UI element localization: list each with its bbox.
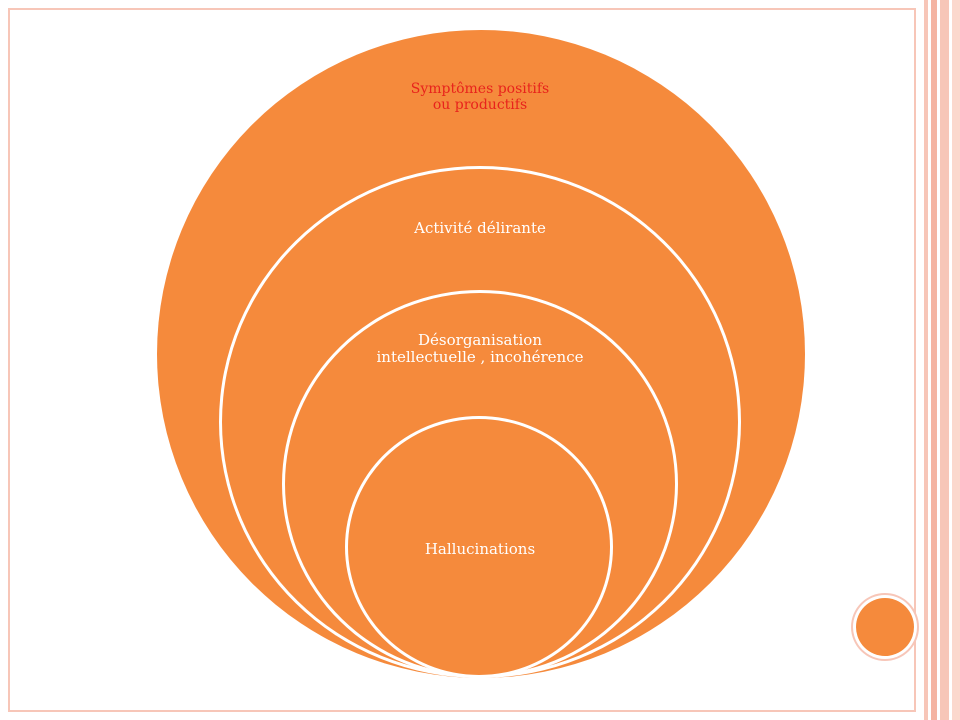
- decorative-stripe: [940, 0, 949, 720]
- decorative-accent-dot: [856, 598, 914, 656]
- circle-inner: [345, 416, 613, 678]
- decorative-stripe: [952, 0, 960, 720]
- label-symptomes-positifs: Symptômes positifs ou productifs: [410, 81, 550, 113]
- decorative-stripe: [924, 0, 928, 720]
- label-activite-delirante: Activité délirante: [414, 219, 546, 237]
- decorative-stripe: [931, 0, 937, 720]
- slide-border-frame: [8, 8, 916, 712]
- label-hallucinations: Hallucinations: [424, 540, 536, 558]
- label-desorganisation: Désorganisation intellectuelle , incohér…: [376, 331, 584, 366]
